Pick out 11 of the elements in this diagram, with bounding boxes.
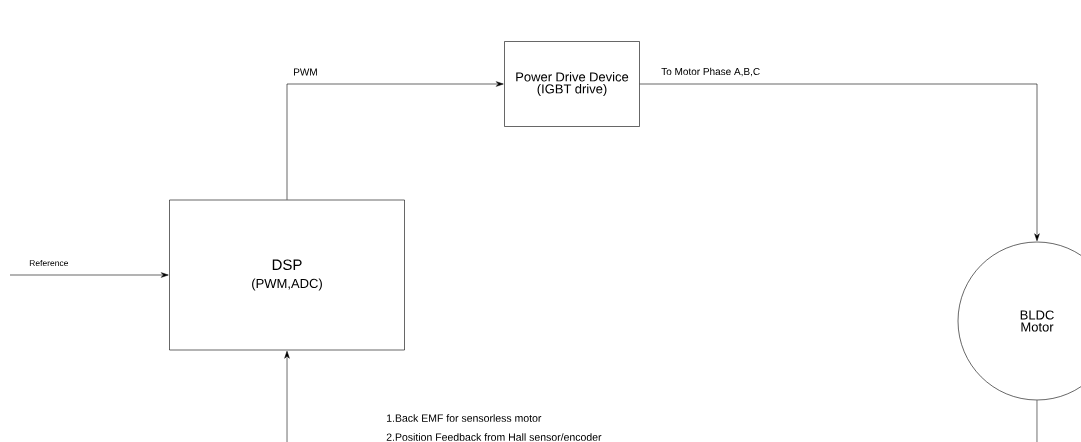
edge-label: PWM [292, 67, 319, 77]
edge-label: Reference [28, 258, 70, 268]
arrow [639, 83, 1040, 242]
note-text: 1.Back EMF for sensorless motor [387, 414, 542, 422]
process-box: DSP (PWM,ADC) [169, 199, 405, 351]
arrow [286, 81, 504, 200]
arrow [284, 350, 290, 442]
process-box: Power Drive Device (IGBT drive) [504, 41, 640, 127]
edge-label: To Motor Phase A,B,C [660, 66, 762, 78]
arrow [9, 272, 169, 278]
note-text: 2.Position Feedback from Hall sensor/encoder [386, 433, 602, 441]
